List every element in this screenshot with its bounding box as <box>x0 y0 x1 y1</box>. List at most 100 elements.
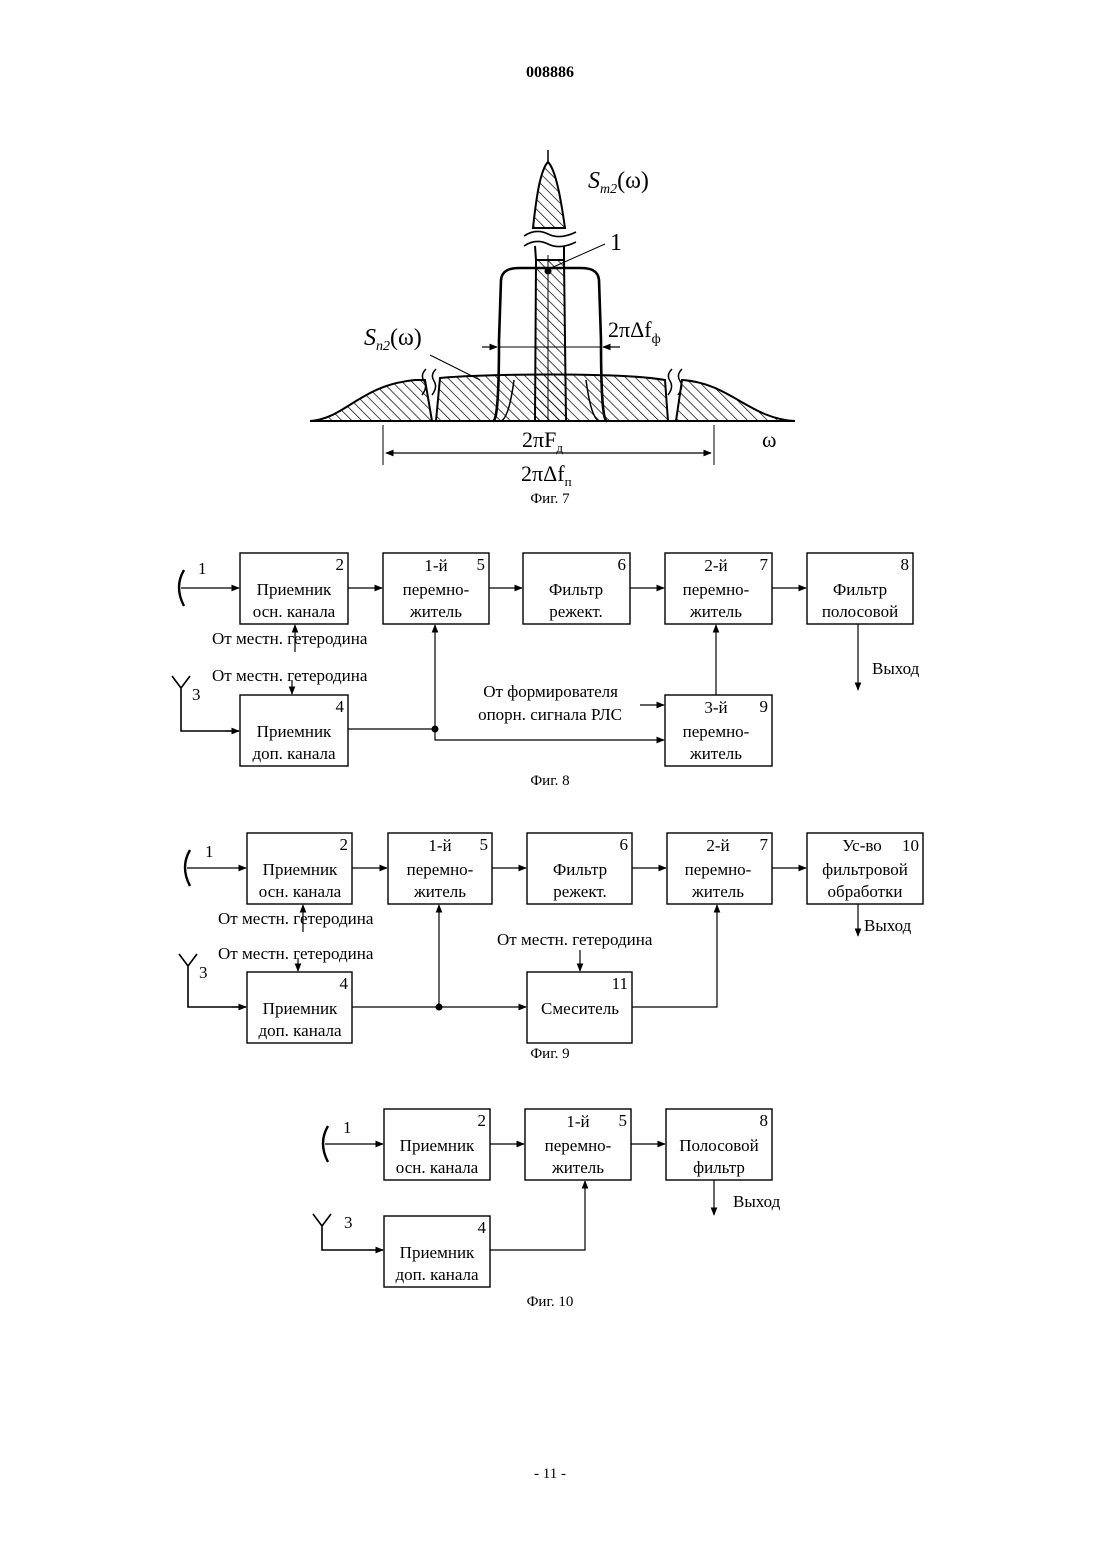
label-sm2: Sm2(ω) <box>588 168 649 197</box>
svg-text:4: 4 <box>340 974 349 993</box>
output-label: Выход <box>733 1192 781 1211</box>
antenna-1-dish-icon <box>185 850 246 886</box>
svg-text:житель: житель <box>551 1158 604 1177</box>
block-10-filter-processing: 10 Ус-во фильтровой обработки <box>807 833 923 904</box>
output-label: Выход <box>872 659 920 678</box>
block-5-multiplier-1: 5 1-й перемно- житель <box>388 833 492 904</box>
svg-text:10: 10 <box>902 836 919 855</box>
svg-text:перемно-: перемно- <box>685 860 752 879</box>
svg-text:6: 6 <box>620 835 629 854</box>
svg-text:1-й: 1-й <box>566 1112 589 1131</box>
lo-label-aux: От местн. гетеродина <box>212 666 368 685</box>
svg-text:5: 5 <box>480 835 489 854</box>
svg-text:доп. канала: доп. канала <box>258 1021 342 1040</box>
svg-text:4: 4 <box>478 1218 487 1237</box>
svg-text:5: 5 <box>477 555 486 574</box>
antenna-1-label: 1 <box>205 842 214 861</box>
svg-text:Приемник: Приемник <box>263 999 338 1018</box>
block-4-aux-receiver: 4 Приемник доп. канала <box>240 695 348 766</box>
figure-7-caption: Фиг. 7 <box>530 491 570 507</box>
antenna-1-dish-icon <box>323 1126 383 1162</box>
svg-text:Приемник: Приемник <box>263 860 338 879</box>
label-point-1: 1 <box>610 230 622 256</box>
block-8-bandpass-filter: 8 Полосовой фильтр <box>666 1109 772 1180</box>
block-2-main-receiver: 2 Приемник осн. канала <box>247 833 352 904</box>
svg-text:Смеситель: Смеситель <box>541 999 619 1018</box>
svg-text:полосовой: полосовой <box>822 602 898 621</box>
lo-label-main: От местн. гетеродина <box>212 629 368 648</box>
svg-text:Приемник: Приемник <box>257 580 332 599</box>
svg-text:перемно-: перемно- <box>683 722 750 741</box>
label-dfn: 2πΔfп <box>521 461 572 489</box>
svg-text:Приемник: Приемник <box>400 1243 475 1262</box>
svg-text:осн. канала: осн. канала <box>259 882 342 901</box>
block-7-multiplier-2: 7 2-й перемно- житель <box>667 833 772 904</box>
svg-text:доп. канала: доп. канала <box>252 744 336 763</box>
page-number: - 11 - <box>0 1466 1100 1483</box>
svg-text:фильтр: фильтр <box>693 1158 745 1177</box>
block-9-multiplier-3: 9 3-й перемно- житель <box>665 695 772 766</box>
svg-text:житель: житель <box>413 882 466 901</box>
label-sn2: Sn2(ω) <box>364 325 422 354</box>
svg-text:2-й: 2-й <box>706 836 729 855</box>
svg-text:осн. канала: осн. канала <box>396 1158 479 1177</box>
svg-text:Фильтр: Фильтр <box>553 860 607 879</box>
svg-text:Полосовой: Полосовой <box>679 1136 759 1155</box>
block-5-multiplier-1: 5 1-й перемно- житель <box>383 553 489 624</box>
block-11-mixer: 11 Смеситель <box>527 972 632 1043</box>
svg-text:перемно-: перемно- <box>403 580 470 599</box>
junction-dot <box>436 1004 443 1011</box>
antenna-1-label: 1 <box>198 559 207 578</box>
svg-text:перемно-: перемно- <box>407 860 474 879</box>
svg-text:11: 11 <box>612 974 628 993</box>
figure-8-block-diagram: 1 3 2 Приемник осн. канала 5 1-й перемно… <box>172 553 920 789</box>
point-1-marker <box>545 268 552 275</box>
svg-text:осн. канала: осн. канала <box>253 602 336 621</box>
figure-8-caption: Фиг. 8 <box>530 773 569 789</box>
figure-10-caption: Фиг. 10 <box>527 1294 574 1310</box>
svg-text:6: 6 <box>618 555 627 574</box>
svg-text:1-й: 1-й <box>424 556 447 575</box>
svg-text:житель: житель <box>409 602 462 621</box>
svg-text:9: 9 <box>760 697 769 716</box>
label-fd: 2πFд <box>522 427 563 455</box>
svg-text:8: 8 <box>901 555 910 574</box>
antenna-1-dish-icon <box>179 570 239 606</box>
svg-text:7: 7 <box>760 555 769 574</box>
figure-9-caption: Фиг. 9 <box>530 1046 569 1062</box>
svg-text:Фильтр: Фильтр <box>549 580 603 599</box>
block-6-notch-filter: 6 Фильтр режект. <box>527 833 632 904</box>
block-4-aux-receiver: 4 Приемник доп. канала <box>247 972 352 1043</box>
svg-text:2: 2 <box>340 835 349 854</box>
svg-text:8: 8 <box>760 1111 769 1130</box>
junction-dot <box>432 726 439 733</box>
svg-text:5: 5 <box>619 1111 628 1130</box>
block-7-multiplier-2: 7 2-й перемно- житель <box>665 553 772 624</box>
label-omega: ω <box>762 427 776 452</box>
lo-label-mixer: От местн. гетеродина <box>497 930 653 949</box>
block-6-notch-filter: 6 Фильтр режект. <box>523 553 630 624</box>
svg-text:1-й: 1-й <box>428 836 451 855</box>
svg-text:житель: житель <box>689 744 742 763</box>
block-5-multiplier-1: 5 1-й перемно- житель <box>525 1109 631 1180</box>
figure-7-spectrum: Sm2(ω) 1 2πΔfф Sn2(ω) 2πFд 2πΔfп ω Фиг. … <box>310 150 795 507</box>
svg-text:4: 4 <box>336 697 345 716</box>
antenna-3-label: 3 <box>192 685 201 704</box>
svg-text:режект.: режект. <box>553 882 607 901</box>
output-label: Выход <box>864 916 912 935</box>
svg-text:режект.: режект. <box>549 602 603 621</box>
svg-text:7: 7 <box>760 835 769 854</box>
svg-text:перемно-: перемно- <box>545 1136 612 1155</box>
antenna-3-label: 3 <box>344 1213 353 1232</box>
svg-text:перемно-: перемно- <box>683 580 750 599</box>
label-filter-bandwidth: 2πΔfф <box>608 317 661 347</box>
figure-9-block-diagram: 1 3 2 Приемник осн. канала 5 1-й перемно… <box>179 833 923 1062</box>
ref-signal-label-2: опорн. сигнала РЛС <box>478 705 622 724</box>
svg-text:2: 2 <box>336 555 345 574</box>
svg-text:житель: житель <box>691 882 744 901</box>
antenna-1-label: 1 <box>343 1118 352 1137</box>
svg-text:2: 2 <box>478 1111 487 1130</box>
svg-text:Фильтр: Фильтр <box>833 580 887 599</box>
svg-text:Приемник: Приемник <box>257 722 332 741</box>
block-2-main-receiver: 2 Приемник осн. канала <box>240 553 348 624</box>
